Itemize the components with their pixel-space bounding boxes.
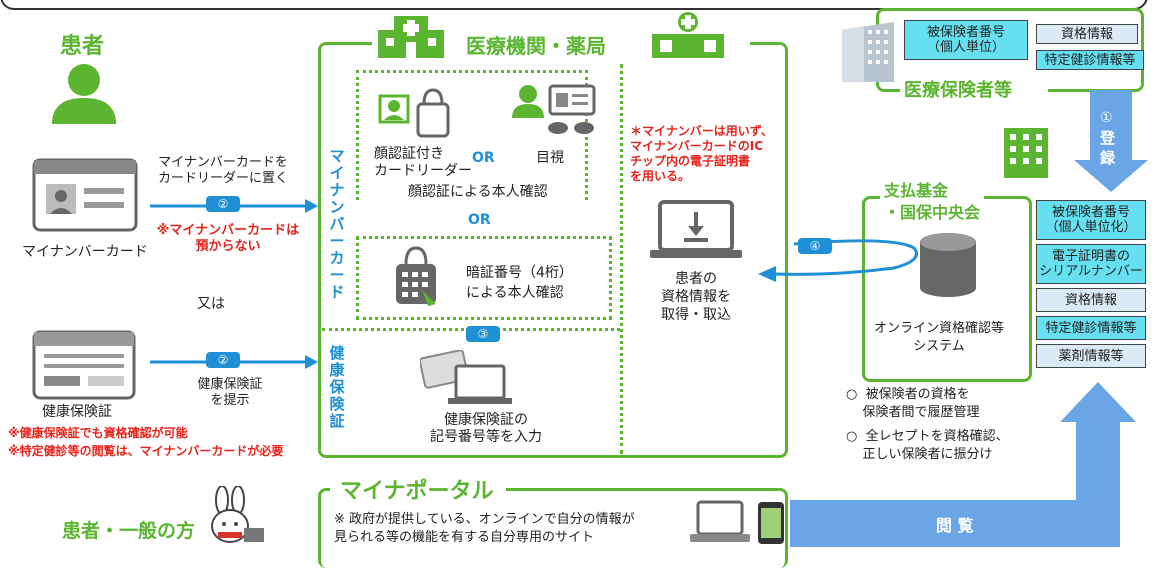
pin-auth-area <box>356 236 612 320</box>
or-label-2: OR <box>468 212 491 228</box>
patient-title: 患者 <box>60 34 105 59</box>
insurer-title: 医療保険者等 <box>904 80 1012 101</box>
fund-checkup-box: 特定健診情報等 <box>1036 316 1146 340</box>
asterisk-note: ＊マイナンバーは用いず、 マイナンバーカードのIC チップ内の電子証明書 を用い… <box>630 124 773 183</box>
view-arrow <box>790 382 1136 547</box>
fund-qualification-box: 資格情報 <box>1036 288 1146 312</box>
fund-title: 支払基金 ・国保中央会 <box>880 180 985 224</box>
visual-label: 目視 <box>536 150 564 166</box>
device-icons <box>690 500 784 544</box>
medical-title: 医療機関・薬局 <box>466 34 606 58</box>
portal-title: マイナポータル <box>340 479 494 504</box>
flow1-step-badge: ② <box>206 196 240 212</box>
register-step: ① <box>1100 110 1113 126</box>
hoken-vertical-label: 健康保険証 <box>329 344 345 430</box>
fund-bullet-1: ○ 被保険者の資格を 保険者間で履歴管理 <box>846 387 980 420</box>
or-label-1: OR <box>472 150 495 166</box>
flow1-note: ※マイナンバーカードは 預からない <box>156 223 300 254</box>
portal-title-bg <box>330 470 506 500</box>
view-label: 閲 覧 <box>936 516 974 535</box>
mynumber-vertical-label: マイナンバーカード <box>329 147 345 301</box>
fund-bullet-2: ○ 全レセプトを資格確認、 正しい保険者に振分け <box>846 429 1009 462</box>
fund-building-icon <box>1004 128 1048 178</box>
register-arrow <box>1074 90 1148 192</box>
flow2-text: 健康保険証 を提示 <box>197 377 263 408</box>
register-label: 登 録 <box>1100 129 1116 167</box>
hoken-input-label: 健康保険証の 記号番号等を入力 <box>430 412 542 445</box>
get-info-label: 患者の 資格情報を 取得・取込 <box>661 271 731 323</box>
fund-number-box: 被保険者番号 （個人単位化） <box>1036 200 1146 240</box>
portal-frame <box>318 488 788 568</box>
flow2-step-badge: ② <box>206 352 240 368</box>
insurer-checkup-box: 特定健診情報等 <box>1036 50 1144 70</box>
laptop-download-icon <box>650 200 742 258</box>
mynumber-card-label: マイナンバーカード <box>22 244 148 260</box>
portal-subject: 患者・一般の方 <box>62 520 196 542</box>
fund-cert-serial-box: 電子証明書の シリアルナンバー <box>1036 244 1146 284</box>
hospital-icon <box>378 16 444 58</box>
or-text: 又は <box>197 296 225 312</box>
database-icon <box>920 233 976 297</box>
note-line2: ※特定健診等の閲覧は、マイナンバーカードが必要 <box>8 444 284 458</box>
face-reader-label: 顔認証付き カードリーダー <box>374 146 472 179</box>
insurance-card-label: 健康保険証 <box>42 404 112 420</box>
step3-badge: ③ <box>466 326 500 342</box>
insurer-title-bg <box>900 76 1048 98</box>
insurer-building-icon <box>842 22 894 82</box>
mynumber-card-icon <box>32 158 138 232</box>
mascot-icon <box>211 486 264 543</box>
person-icon <box>52 64 116 124</box>
note-line1: ※健康保険証でも資格確認が可能 <box>8 426 188 440</box>
face-auth-area <box>356 70 588 200</box>
face-reader-icon <box>378 88 450 138</box>
step4-arrow <box>758 239 918 282</box>
flow1-text: マイナンバーカードを カードリーダーに置く <box>158 155 289 186</box>
pharmacy-icon <box>652 12 724 58</box>
face-confirm-label: 顔認証による本人確認 <box>408 184 548 200</box>
insurer-number-box: 被保険者番号 （個人単位） <box>904 20 1028 60</box>
system-label: オンライン資格確認等 システム <box>873 321 1004 354</box>
right-divider <box>620 64 623 454</box>
insurance-card-icon <box>32 330 136 400</box>
step4-badge: ④ <box>798 238 832 254</box>
visual-check-icon <box>512 84 596 134</box>
insurer-qualification-box: 資格情報 <box>1036 24 1138 44</box>
fund-drug-box: 薬剤情報等 <box>1036 344 1146 368</box>
portal-description: ※ 政府が提供している、オンラインで自分の情報が 見られる等の機能を有する自分専… <box>334 512 635 545</box>
hoken-input-icon <box>420 350 512 404</box>
pin-pad-icon <box>396 246 436 306</box>
pin-label: 暗証番号（4桁） による本人確認 <box>466 265 573 301</box>
